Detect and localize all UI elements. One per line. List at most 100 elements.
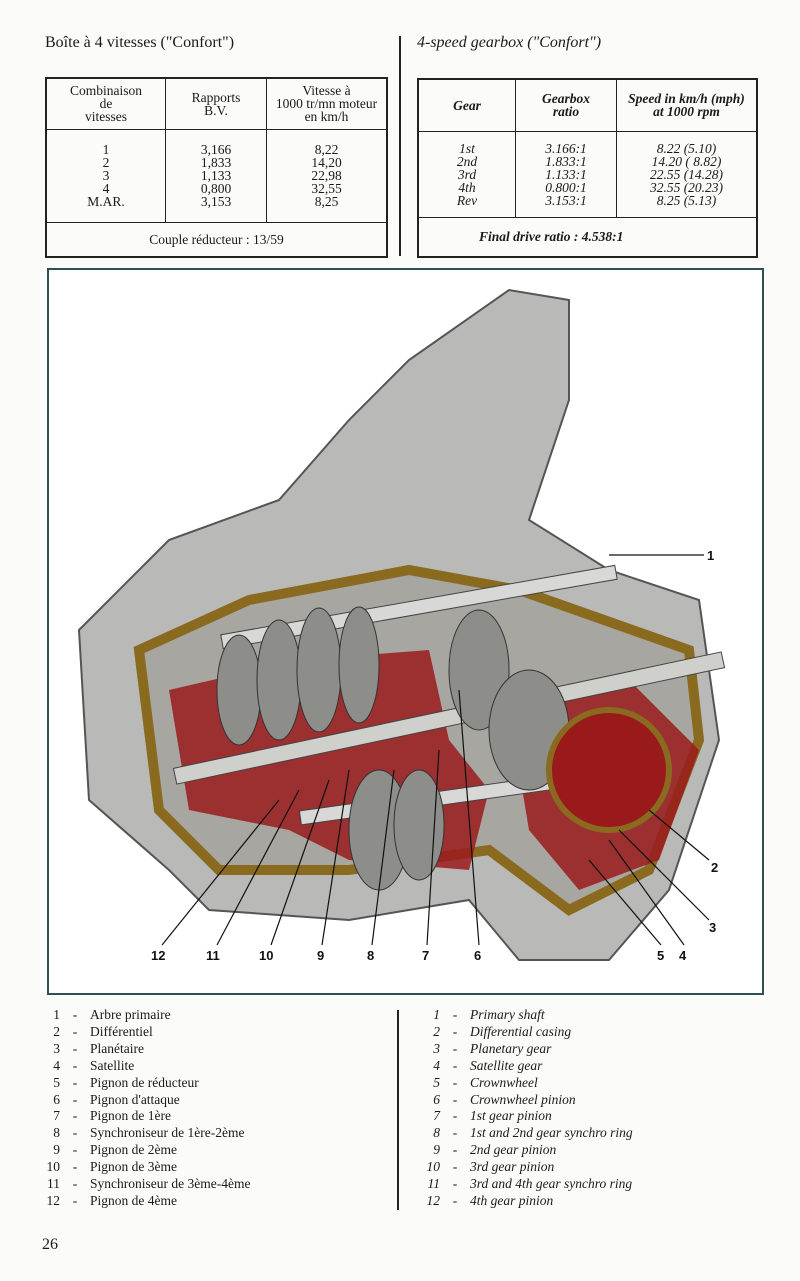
callout-10: 10 (259, 948, 273, 963)
legend-number: 11 (427, 1176, 441, 1192)
legend-text: Différentiel (90, 1023, 153, 1039)
speed: 32.55 (20.23) (649, 179, 724, 195)
legend-item: 12-4th gear pinion (418, 1193, 633, 1210)
legend-number: 4 (53, 1057, 60, 1073)
callout-2: 2 (711, 860, 718, 875)
final-drive-en: Final drive ratio : 4.538:1 (417, 216, 758, 258)
callout-5: 5 (657, 948, 664, 963)
legend-item: 8-Synchroniseur de 1ère-2ème (38, 1125, 250, 1142)
legend-text: Pignon de 4ème (90, 1192, 177, 1208)
legend-dash: - (452, 1040, 458, 1056)
legend-item: 12-Pignon de 4ème (38, 1193, 250, 1210)
secondary-shaft (172, 651, 726, 785)
legend-item: 2-Différentiel (38, 1024, 250, 1041)
callout-9: 9 (317, 948, 324, 963)
speeds-column: 8.22 (5.10)14.20 ( 8.82)22.55 (14.28)32.… (616, 130, 758, 218)
ratio: 0.800:1 (545, 179, 587, 195)
legend-text: Satellite (90, 1057, 135, 1073)
header-speed: Speed in km/h (mph) at 1000 rpm (616, 78, 758, 132)
callout-8: 8 (367, 948, 374, 963)
legend-dash: - (72, 1125, 78, 1141)
legend-item: 3-Planetary gear (418, 1041, 633, 1058)
gear: 4 (102, 181, 110, 196)
legend-number: 5 (53, 1074, 60, 1090)
legend-item: 4-Satellite (38, 1058, 250, 1075)
speed: 8,25 (314, 194, 339, 209)
gearbox-cutaway-illustration: 1 2 3 4 5 6 7 8 9 10 11 12 (47, 268, 764, 995)
legend-dash: - (452, 1007, 458, 1022)
legend-text: 1st and 2nd gear synchro ring (470, 1125, 633, 1141)
gear: Rev (456, 192, 478, 208)
legend-text: Differential casing (470, 1023, 572, 1039)
gear: 3 (102, 168, 110, 183)
legend-text: 1st gear pinion (470, 1108, 552, 1124)
column-divider (399, 36, 401, 256)
legend-number: 1 (433, 1007, 440, 1022)
french-title: Boîte à 4 vitesses ("Confort") (45, 34, 235, 51)
legend-text: Pignon de 1ère (90, 1108, 171, 1124)
callout-12: 12 (151, 948, 165, 963)
ratio: 3,166 (200, 142, 232, 157)
callout-6: 6 (474, 948, 481, 963)
legend-text: Crownwheel (470, 1074, 538, 1090)
legend-text: 3rd and 4th gear synchro ring (470, 1176, 633, 1192)
legend-dash: - (72, 1159, 78, 1175)
legend-number: 12 (426, 1192, 441, 1208)
legend-number: 10 (426, 1159, 441, 1175)
legend-dash: - (72, 1176, 78, 1192)
legend-divider (397, 1010, 399, 1210)
speed: 8.25 (5.13) (656, 192, 717, 208)
gear: 4th (458, 179, 476, 195)
legend-number: 8 (433, 1125, 440, 1141)
gear: 1st (459, 140, 475, 156)
legend-text: 2nd gear pinion (470, 1142, 557, 1158)
legend-dash: - (452, 1074, 458, 1090)
legend-dash: - (452, 1023, 458, 1039)
speed: 32,55 (311, 181, 342, 196)
legend-number: 6 (433, 1091, 440, 1107)
legend-text: Crownwheel pinion (470, 1091, 576, 1107)
legend-text: Arbre primaire (90, 1007, 171, 1022)
legend-dash: - (452, 1159, 458, 1175)
callout-11: 11 (206, 948, 220, 963)
legend-dash: - (452, 1192, 458, 1208)
gear: 2 (102, 155, 110, 170)
ratio: 3,153 (200, 194, 232, 209)
ratio: 1,833 (200, 155, 232, 170)
english-title: 4-speed gearbox ("Confort") (417, 34, 602, 51)
ratio: 1.833:1 (545, 153, 587, 169)
speed: 22.55 (14.28) (649, 166, 724, 182)
legend-number: 6 (53, 1091, 60, 1107)
french-ratio-table: Combinaison de vitesses Rapports B.V. Vi… (45, 77, 388, 258)
legend-item: 3-Planétaire (38, 1041, 250, 1058)
legend-number: 5 (433, 1074, 440, 1090)
legend-item: 9-Pignon de 2ème (38, 1142, 250, 1159)
legend-item: 7-1st gear pinion (418, 1108, 633, 1125)
ratio: 0,800 (200, 181, 232, 196)
legend-number: 4 (433, 1057, 440, 1073)
ratio: 3.166:1 (545, 140, 587, 156)
english-ratio-table: Gear Gearbox ratio Speed in km/h (mph) a… (417, 78, 758, 258)
callout-3: 3 (709, 920, 716, 935)
callout-4: 4 (679, 948, 687, 963)
legend-text: Pignon de 2ème (90, 1142, 177, 1158)
speed: 8.22 (5.10) (656, 140, 717, 156)
legend-dash: - (72, 1074, 78, 1090)
legend-text: Pignon de réducteur (90, 1074, 199, 1090)
legend-dash: - (452, 1142, 458, 1158)
legend-item: 11-3rd and 4th gear synchro ring (418, 1176, 633, 1193)
ratio: 1,133 (200, 168, 232, 183)
legend-dash: - (72, 1192, 78, 1208)
page-number: 26 (42, 1236, 58, 1253)
legend-dash: - (452, 1057, 458, 1073)
legend-item: 5-Crownwheel (418, 1075, 633, 1092)
legend-item: 8-1st and 2nd gear synchro ring (418, 1125, 633, 1142)
legend-dash: - (452, 1091, 458, 1107)
differential (546, 707, 672, 833)
header-ratio: Gearbox ratio (515, 78, 617, 132)
legend-text: Planetary gear (470, 1040, 552, 1056)
legend-dash: - (72, 1108, 78, 1124)
